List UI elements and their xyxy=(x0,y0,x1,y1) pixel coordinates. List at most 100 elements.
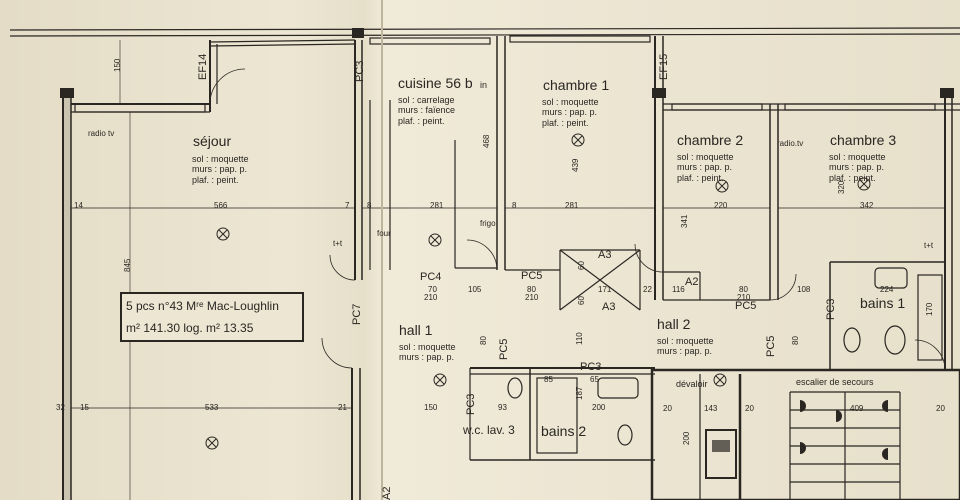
dim-143: 143 xyxy=(704,404,718,413)
dim-14: 14 xyxy=(74,201,83,210)
cuisine-plaf: plaf. : peint. xyxy=(398,115,445,126)
info-line-2: m² 141.30 log. m² 13.35 xyxy=(126,321,254,335)
room-hall2-specs: sol : moquette murs : pap. p. xyxy=(657,336,714,357)
dim-116: 116 xyxy=(672,285,685,294)
dim-20a: 20 xyxy=(663,404,672,413)
sejour-murs: murs : pap. p. xyxy=(192,164,248,175)
room-chambre3-name: chambre 3 xyxy=(830,132,897,148)
dim-845: 845 xyxy=(123,258,132,272)
dim-70: 70 xyxy=(428,285,437,294)
chambre1-plaf: plaf. : peint. xyxy=(542,117,589,128)
tag-pc5-a: PC5 xyxy=(521,270,543,282)
dim-80d: 80 xyxy=(791,336,800,345)
dim-110: 110 xyxy=(575,332,584,345)
dim-468: 468 xyxy=(482,134,491,148)
dim-20c: 20 xyxy=(936,404,945,413)
chambre2-murs: murs : pap. p. xyxy=(677,162,733,173)
dim-342: 342 xyxy=(860,201,874,210)
tag-pc5-d: PC5 xyxy=(765,335,777,357)
dim-93: 93 xyxy=(498,403,507,412)
chambre1-sol: sol : moquette xyxy=(542,97,599,107)
tag-a2: A2 xyxy=(685,276,699,288)
dim-187: 187 xyxy=(575,386,584,400)
room-cuisine-specs: sol : carrelage murs : faïence plaf. : p… xyxy=(398,95,455,126)
tag-pc3-lower: PC3 xyxy=(465,393,477,415)
tag-pc4: PC4 xyxy=(420,271,442,283)
room-chambre1-name: chambre 1 xyxy=(543,77,610,93)
sejour-sol: sol : moquette xyxy=(192,154,249,164)
chambre1-murs: murs : pap. p. xyxy=(542,107,598,118)
hall2-murs: murs : pap. p. xyxy=(657,346,713,357)
dim-8a: 8 xyxy=(367,201,372,210)
tag-pc5-c: PC5 xyxy=(498,338,510,360)
room-chambre1-specs: sol : moquette murs : pap. p. plaf. : pe… xyxy=(542,97,599,128)
dim-80a: 80 xyxy=(527,285,536,294)
dim-210c: 210 xyxy=(737,293,751,302)
tag-a3-bot: A3 xyxy=(602,301,616,313)
dim-80b: 80 xyxy=(739,285,748,294)
dim-21: 21 xyxy=(338,403,347,412)
dim-200a: 200 xyxy=(592,403,606,412)
apartment-info-box: 5 pcs n°43 Mʳᵉ Mac-Loughlin m² 141.30 lo… xyxy=(120,292,304,342)
tag-pc5-b: PC5 xyxy=(735,300,757,312)
cuisine-murs: murs : faïence xyxy=(398,105,456,116)
room-bains2-name: bains 2 xyxy=(541,423,587,439)
dim-320: 320 xyxy=(837,180,846,194)
dim-85: 85 xyxy=(544,375,553,384)
dim-8b: 8 xyxy=(512,201,517,210)
room-chambre2-specs: sol : moquette murs : pap. p. plaf. : pe… xyxy=(677,152,734,183)
info-line-1: 5 pcs n°43 Mʳᵉ Mac-Loughlin xyxy=(126,299,279,313)
chambre3-plaf: plaf. : peint. xyxy=(829,172,876,183)
room-sejour-name: séjour xyxy=(193,133,232,149)
dim-60b: 60 xyxy=(577,296,586,305)
note-frigo: frigo xyxy=(480,219,496,228)
dim-224: 224 xyxy=(880,285,894,294)
chambre3-sol: sol : moquette xyxy=(829,152,886,162)
room-hall1-name: hall 1 xyxy=(399,322,433,338)
dim-200b: 200 xyxy=(682,431,691,445)
tag-ef14: EF14 xyxy=(197,53,209,80)
chambre2-sol: sol : moquette xyxy=(677,152,734,162)
dim-65: 65 xyxy=(590,375,599,384)
tag-ef15: EF15 xyxy=(658,53,670,80)
cuisine-sol: sol : carrelage xyxy=(398,95,455,105)
sejour-plaf: plaf. : peint. xyxy=(192,174,239,185)
room-escalier-name: escalier de secours xyxy=(796,377,874,387)
dim-439: 439 xyxy=(571,158,580,172)
dim-20b: 20 xyxy=(745,404,754,413)
room-chambre3-specs: sol : moquette murs : pap. p. plaf. : pe… xyxy=(829,152,886,183)
dim-7a: 7 xyxy=(345,201,350,210)
note-radio-tv-1: radio tv xyxy=(88,129,115,138)
tag-pc3-top: PC3 xyxy=(354,60,366,82)
dim-60a: 60 xyxy=(577,261,586,270)
note-t-t-1: t+t xyxy=(333,239,343,248)
dim-220: 220 xyxy=(714,201,728,210)
room-hall1-specs: sol : moquette murs : pap. p. xyxy=(399,342,456,363)
dim-108: 108 xyxy=(797,285,811,294)
dim-210a: 210 xyxy=(424,293,438,302)
room-chambre2-name: chambre 2 xyxy=(677,132,744,148)
hall2-sol: sol : moquette xyxy=(657,336,714,346)
room-sejour-specs: sol : moquette murs : pap. p. plaf. : pe… xyxy=(192,154,249,185)
dim-281a: 281 xyxy=(430,201,444,210)
note-radio-tv-2: radio.tv xyxy=(777,139,804,148)
room-devaloir-name: dévaloir xyxy=(676,379,708,389)
dim-170: 170 xyxy=(925,302,934,316)
dim-32: 32 xyxy=(56,403,65,412)
dim-150: 150 xyxy=(113,58,122,72)
room-hall2-name: hall 2 xyxy=(657,316,691,332)
dim-281b: 281 xyxy=(565,201,579,210)
dim-105: 105 xyxy=(468,285,482,294)
dim-150b: 150 xyxy=(424,403,438,412)
dim-22: 22 xyxy=(643,285,652,294)
dim-533: 533 xyxy=(205,403,219,412)
dim-171: 171 xyxy=(598,285,612,294)
dim-566: 566 xyxy=(214,201,228,210)
chambre2-plaf: plaf. : peint. xyxy=(677,172,724,183)
dim-80c: 80 xyxy=(479,336,488,345)
room-cuisine-suffix: in xyxy=(480,80,488,90)
room-cuisine-name: cuisine 56 b xyxy=(398,75,473,91)
hall1-murs: murs : pap. p. xyxy=(399,352,455,363)
